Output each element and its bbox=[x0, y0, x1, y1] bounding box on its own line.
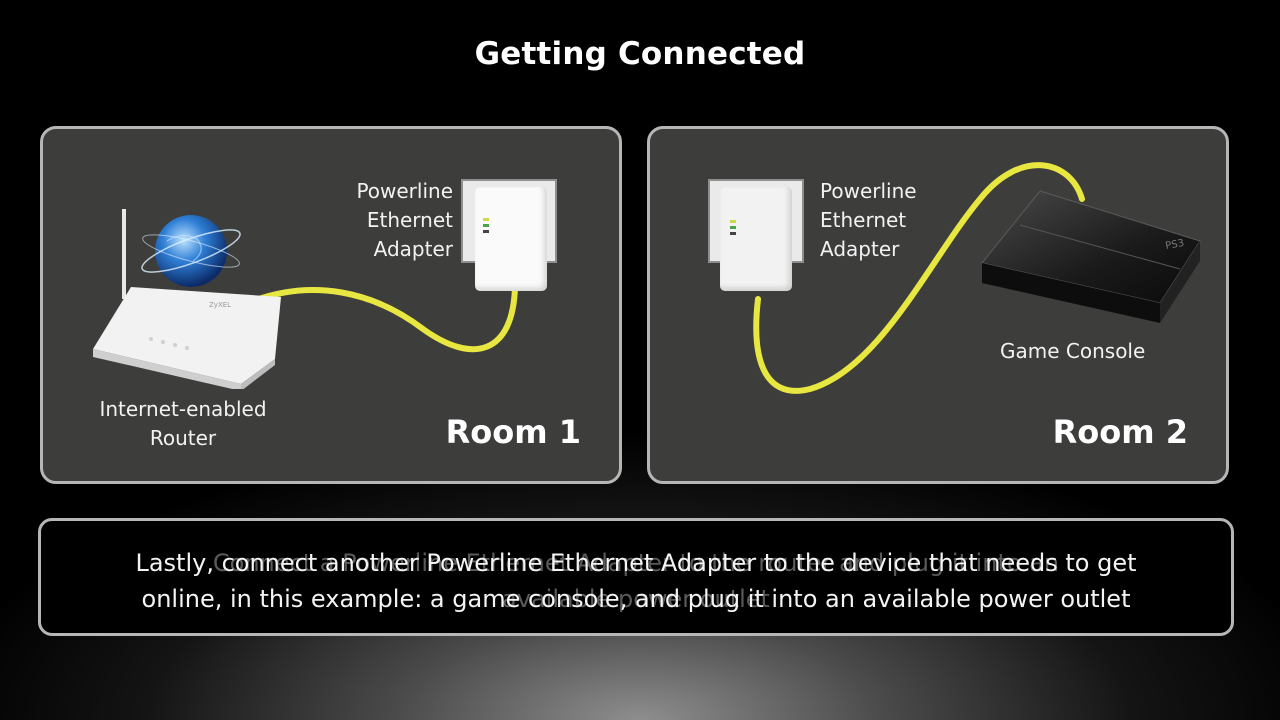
adapter-leds bbox=[483, 215, 503, 236]
slide-title: Getting Connected bbox=[474, 36, 806, 72]
room-2-panel: Powerline Ethernet Adapter PS3 Game Cons… bbox=[647, 126, 1229, 484]
room-1-panel: ZyXEL Powerline Ethernet Adapter Interne… bbox=[40, 126, 622, 484]
globe-icon bbox=[141, 215, 241, 287]
caption-text: Lastly, connect another Powerline Ethern… bbox=[135, 549, 1137, 613]
adapter-leds bbox=[730, 217, 750, 238]
powerline-adapter-icon-room-1 bbox=[475, 187, 547, 291]
caption-ghost-text: Connect a Powerline Ethernet Adapter to … bbox=[212, 549, 1060, 613]
router-icon: ZyXEL bbox=[93, 209, 281, 389]
game-console-icon: PS3 bbox=[981, 190, 1201, 323]
adapter-label-room-2: Powerline Ethernet Adapter bbox=[820, 179, 917, 261]
room-1-title: Room 1 bbox=[445, 413, 581, 451]
router-label: Internet-enabled Router bbox=[99, 397, 267, 450]
ethernet-cable-room-1 bbox=[250, 284, 518, 353]
caption-box: Connect a Powerline Ethernet Adapter to … bbox=[38, 518, 1234, 636]
svg-text:ZyXEL: ZyXEL bbox=[209, 301, 231, 309]
room-2-title: Room 2 bbox=[1052, 413, 1188, 451]
powerline-adapter-icon-room-2 bbox=[720, 187, 792, 291]
svg-text:PS3: PS3 bbox=[1165, 238, 1185, 252]
game-console-label: Game Console bbox=[1000, 339, 1146, 363]
ethernet-cable-room-2 bbox=[753, 162, 1085, 394]
adapter-label-room-1: Powerline Ethernet Adapter bbox=[356, 179, 453, 261]
